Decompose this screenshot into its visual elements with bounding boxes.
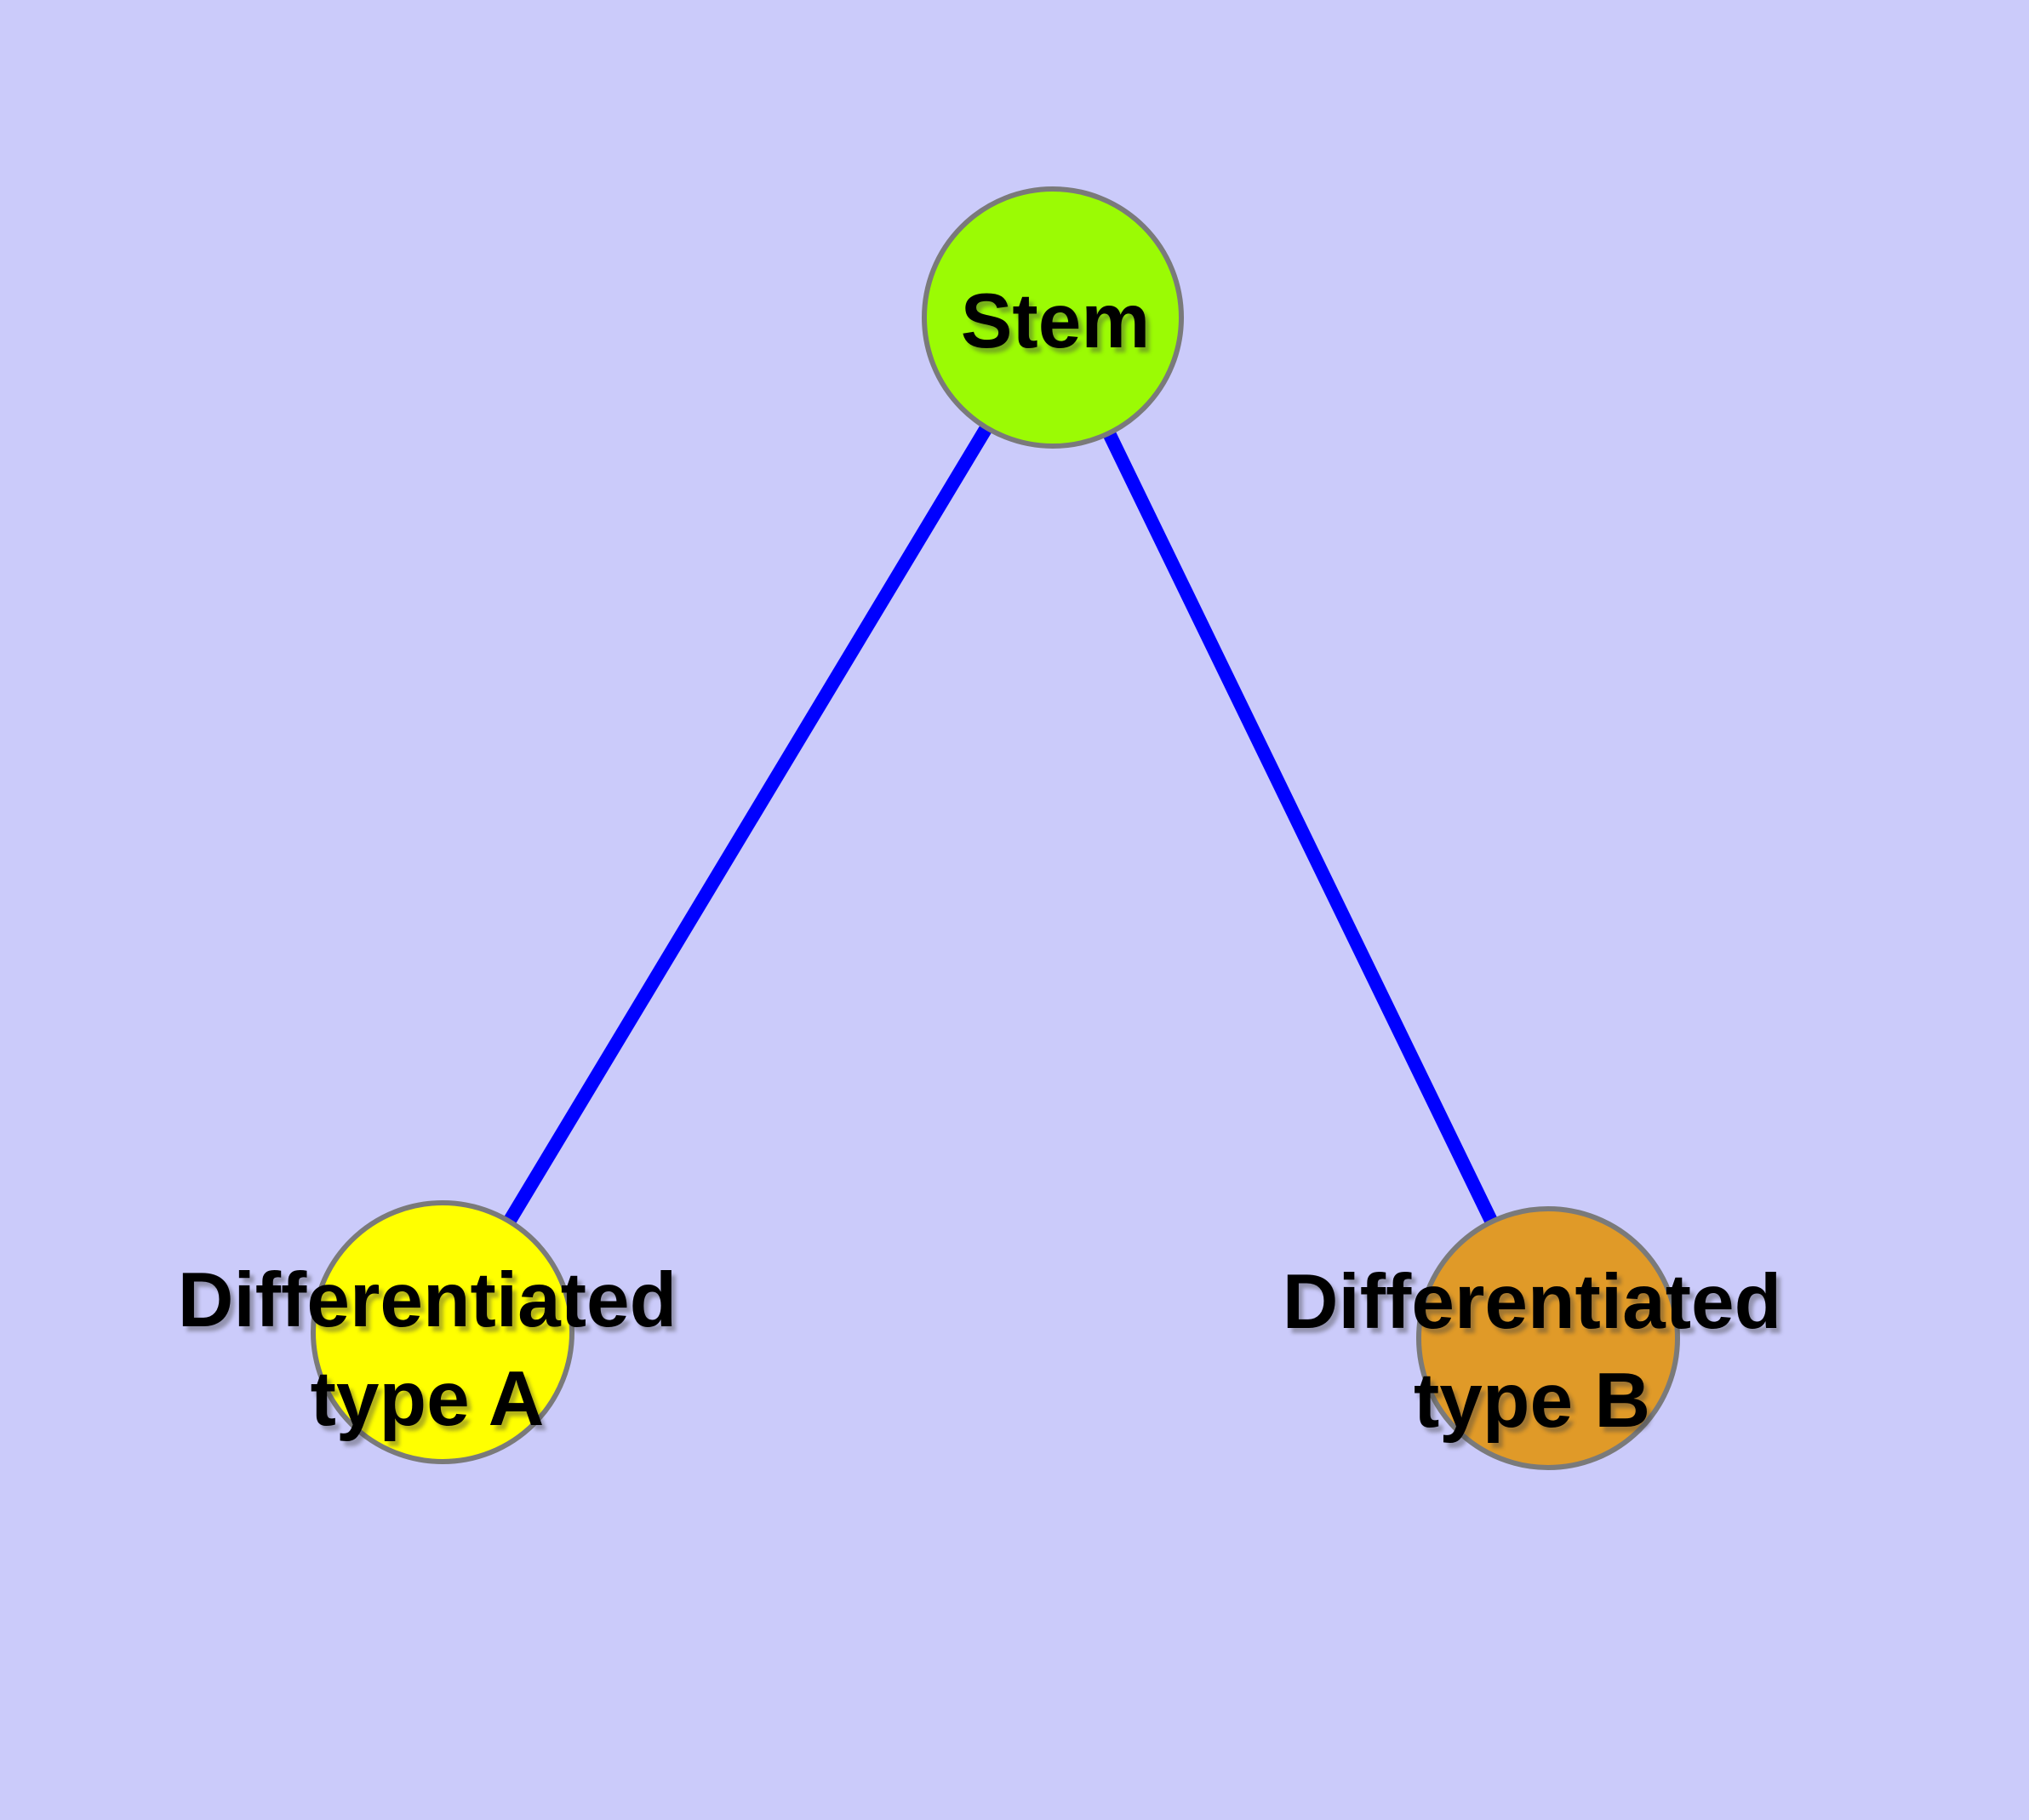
node-differentiated-type-a[interactable] (311, 1200, 574, 1464)
node-stem[interactable] (922, 186, 1184, 449)
node-differentiated-type-b[interactable] (1416, 1206, 1680, 1470)
edge-stem-to-type-a[interactable] (437, 313, 1059, 1336)
edge-stem-to-type-b[interactable] (1046, 314, 1555, 1342)
